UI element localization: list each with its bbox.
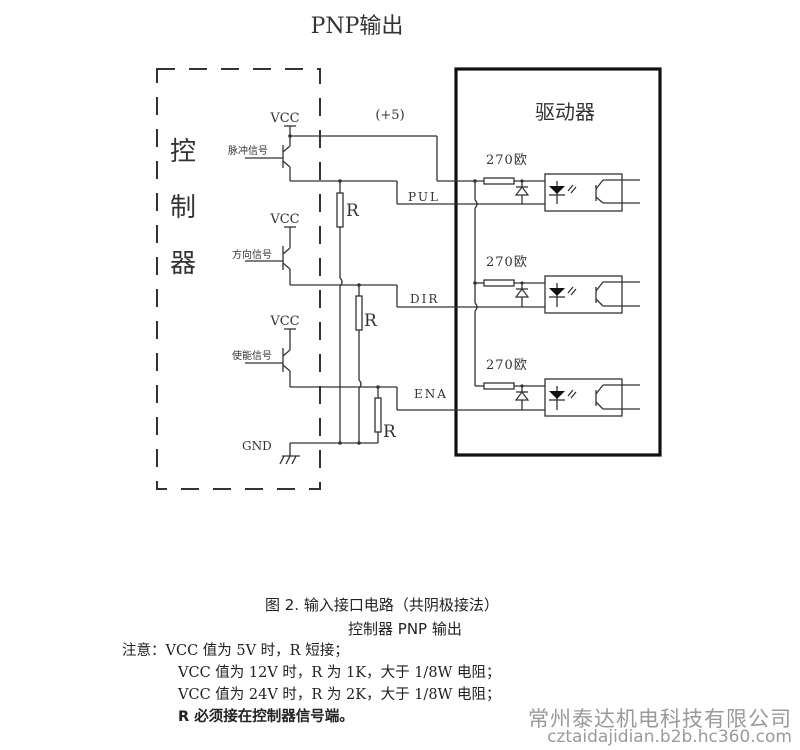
led-ena (549, 391, 565, 399)
notes-block: 注意：VCC 值为 5V 时，R 短接； VCC 值为 12V 时，R 为 1K… (122, 640, 501, 728)
resistor-r2: R (355, 285, 378, 443)
resistor-value-ena: 270欧 (486, 358, 528, 373)
resistor-r3: R (374, 387, 397, 443)
phototransistor-emitter-dir (595, 298, 604, 307)
phototransistor-collector-dir (595, 281, 604, 292)
ground: GND (242, 439, 378, 465)
optocoupler-ena (544, 378, 623, 417)
phototransistor-collector-ena (595, 384, 604, 395)
light-ray-2-dir (570, 288, 577, 296)
controller-box (156, 68, 321, 490)
notes-prefix: 注意： (122, 643, 166, 659)
light-ray-2-pul (570, 186, 577, 194)
protection-diode-ena (514, 391, 530, 401)
vcc-label-3: VCC (269, 314, 299, 329)
resistor-label-r1: R (346, 201, 360, 221)
vcc-label-1: VCC (269, 111, 299, 126)
controller-label-char-3: 器 (170, 249, 196, 279)
resistor-label-r2: R (364, 311, 378, 331)
controller-label-char-1: 控 (170, 137, 196, 167)
phototransistor-collector-pul (595, 179, 604, 190)
light-ray-2-ena (570, 391, 577, 399)
protection-diode-dir (514, 288, 530, 298)
note-line-4: R 必须接在控制器信号端。 (178, 709, 354, 725)
note-line-1: VCC 值为 5V 时，R 短接； (165, 643, 349, 659)
circuit-diagram: PNP输出 控 制 器 驱动器 (+5) VCC 脉冲信号 PUL R (156, 14, 662, 490)
note-line-3: VCC 值为 24V 时，R 为 2K，大于 1/8W 电阻； (178, 687, 501, 703)
note-line-2: VCC 值为 12V 时，R 为 1K，大于 1/8W 电阻； (178, 665, 501, 681)
signal-label-enable: 使能信号 (232, 349, 272, 362)
gnd-label: GND (242, 439, 272, 453)
light-ray-1-ena (567, 389, 574, 397)
protection-diode-pul (514, 186, 530, 196)
caption-line-2: 控制器 PNP 输出 (348, 620, 462, 638)
caption-line-1: 图 2. 输入接口电路（共阴极接法） (265, 596, 499, 614)
diagram-title: PNP输出 (311, 14, 404, 39)
led-pul (549, 186, 565, 194)
signal-label-pulse: 脉冲信号 (228, 144, 268, 157)
controller-label-char-2: 制 (170, 193, 196, 223)
resistor-270-dir (483, 279, 515, 287)
resistor-label-r3: R (383, 422, 397, 442)
driver-title: 驱动器 (535, 100, 595, 124)
light-ray-1-dir (567, 286, 574, 294)
line-label-dir: DIR (410, 292, 439, 306)
transistor-ena: VCC 使能信号 (232, 314, 300, 387)
line-label-ena: ENA (414, 387, 448, 401)
phototransistor-emitter-pul (595, 196, 604, 204)
driver-box (454, 67, 662, 457)
watermark-company: 常州泰达机电科技有限公司 (528, 707, 792, 731)
resistor-270-pul (483, 177, 515, 185)
vcc-label-2: VCC (269, 212, 299, 227)
optocoupler-pul (544, 173, 623, 212)
resistor-value-dir: 270欧 (486, 255, 528, 270)
watermark-url: cztaidajidian.b2b.hc360.com (547, 727, 792, 747)
phototransistor-emitter-ena (595, 401, 604, 410)
optocoupler-dir (544, 275, 623, 314)
resistor-r1: R (336, 181, 360, 443)
led-dir (549, 288, 565, 296)
signal-label-direction: 方向信号 (232, 248, 272, 261)
resistor-270-ena (483, 382, 515, 390)
transistor-pul: VCC 脉冲信号 (228, 111, 437, 181)
transistor-dir: VCC 方向信号 (232, 212, 300, 285)
supply-label: (+5) (375, 108, 404, 123)
line-label-pul: PUL (408, 190, 440, 204)
resistor-value-pul: 270欧 (486, 153, 528, 168)
light-ray-1-pul (567, 184, 574, 192)
note-row-1: 注意：VCC 值为 5V 时，R 短接； (122, 640, 501, 662)
